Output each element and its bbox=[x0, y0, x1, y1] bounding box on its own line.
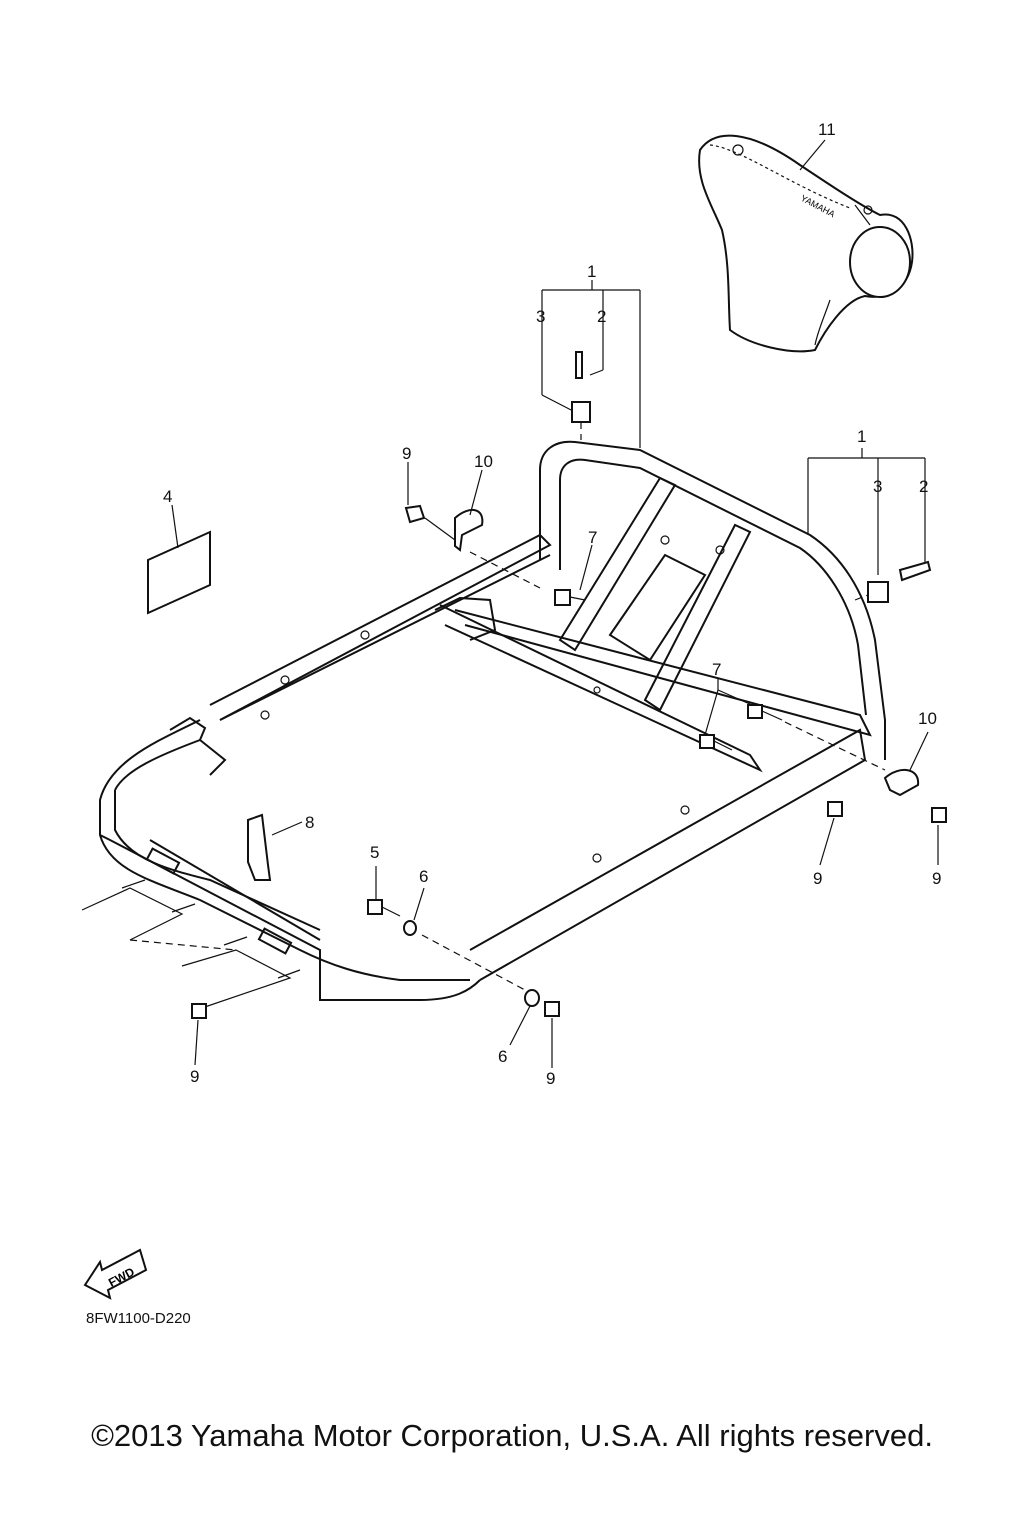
copyright-notice: ©2013 Yamaha Motor Corporation, U.S.A. A… bbox=[91, 1418, 933, 1453]
clamp-group-right bbox=[819, 731, 947, 866]
callout-1-right: 1 bbox=[857, 427, 866, 446]
callout-6-upper: 6 bbox=[419, 867, 428, 886]
callout-3-right: 3 bbox=[873, 477, 882, 496]
handle-cover-part-11: YAMAHA bbox=[698, 134, 914, 353]
callout-10-left: 10 bbox=[474, 452, 493, 471]
callout-8: 8 bbox=[305, 813, 314, 832]
callout-2-right: 2 bbox=[919, 477, 928, 496]
decal-part-4 bbox=[147, 530, 211, 615]
strap-part-8 bbox=[247, 813, 303, 881]
callout-7-upper: 7 bbox=[588, 528, 597, 547]
callout-1-left: 1 bbox=[587, 262, 596, 281]
diagram-code: 8FW1100-D220 bbox=[86, 1310, 191, 1327]
callout-3-left: 3 bbox=[536, 307, 545, 326]
callout-6-lower: 6 bbox=[498, 1047, 507, 1066]
callout-10-right: 10 bbox=[918, 709, 937, 728]
damper-group-right bbox=[807, 448, 932, 603]
callout-11: 11 bbox=[818, 120, 836, 139]
front-stud-group bbox=[81, 879, 301, 1066]
callout-7-lower: 7 bbox=[712, 660, 721, 679]
callout-9-top: 9 bbox=[402, 444, 411, 463]
callout-9-bottom-right: 9 bbox=[546, 1069, 555, 1088]
callout-9-bottom-left: 9 bbox=[190, 1067, 199, 1086]
bolt-washer-group bbox=[367, 866, 560, 1068]
clamp-group-left bbox=[404, 462, 541, 589]
callout-2-left: 2 bbox=[597, 307, 606, 326]
callout-4: 4 bbox=[163, 487, 172, 506]
frame-assembly bbox=[99, 440, 886, 1001]
fwd-label: FWD bbox=[106, 1264, 137, 1289]
callout-9-right-a: 9 bbox=[813, 869, 822, 888]
callout-5: 5 bbox=[370, 843, 379, 862]
bolt-group-7 bbox=[554, 544, 886, 771]
damper-group-left bbox=[541, 280, 641, 448]
fwd-arrow-icon: FWD bbox=[83, 1248, 148, 1300]
parts-diagram: YAMAHA bbox=[81, 120, 947, 1300]
callout-9-right-b: 9 bbox=[932, 869, 941, 888]
